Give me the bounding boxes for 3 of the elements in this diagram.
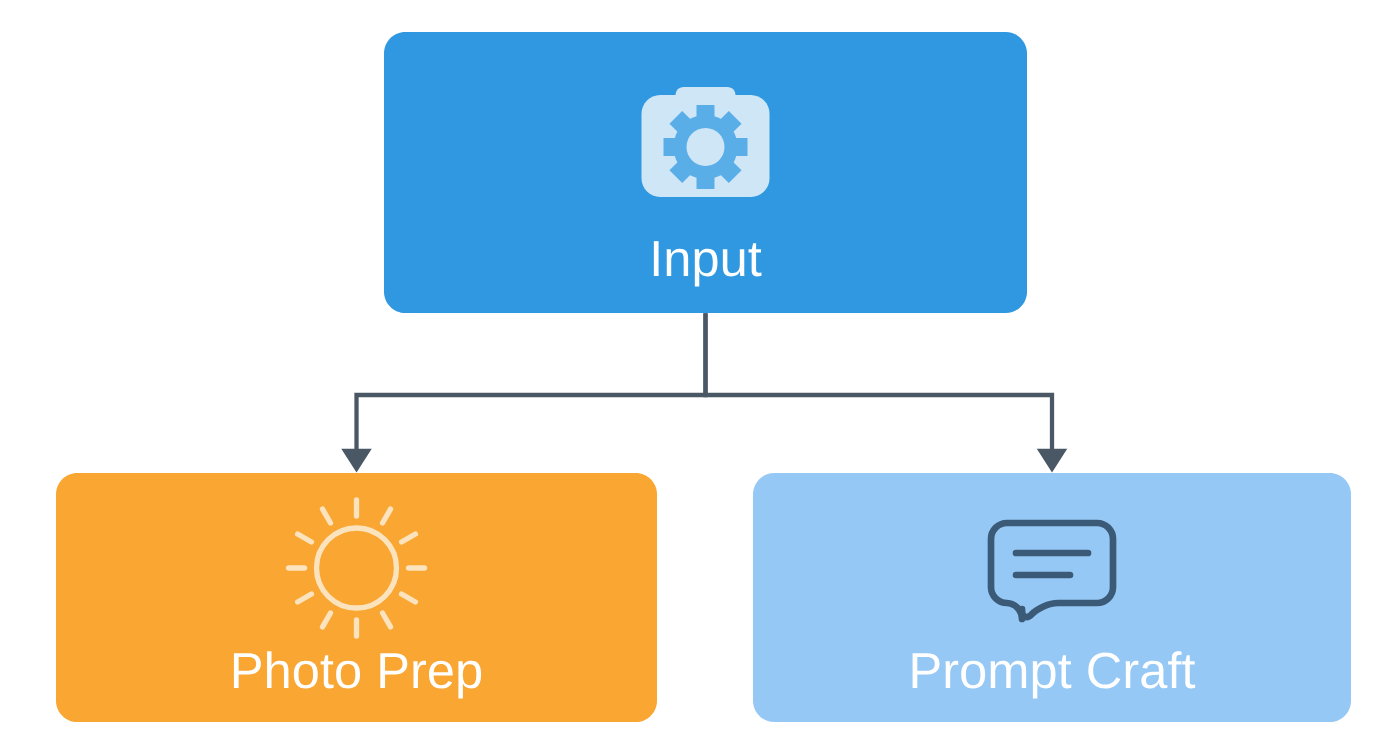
process-box: Prompt Craft (753, 473, 1351, 722)
process-box: Input (384, 32, 1027, 313)
process-box: Photo Prep (56, 473, 657, 722)
